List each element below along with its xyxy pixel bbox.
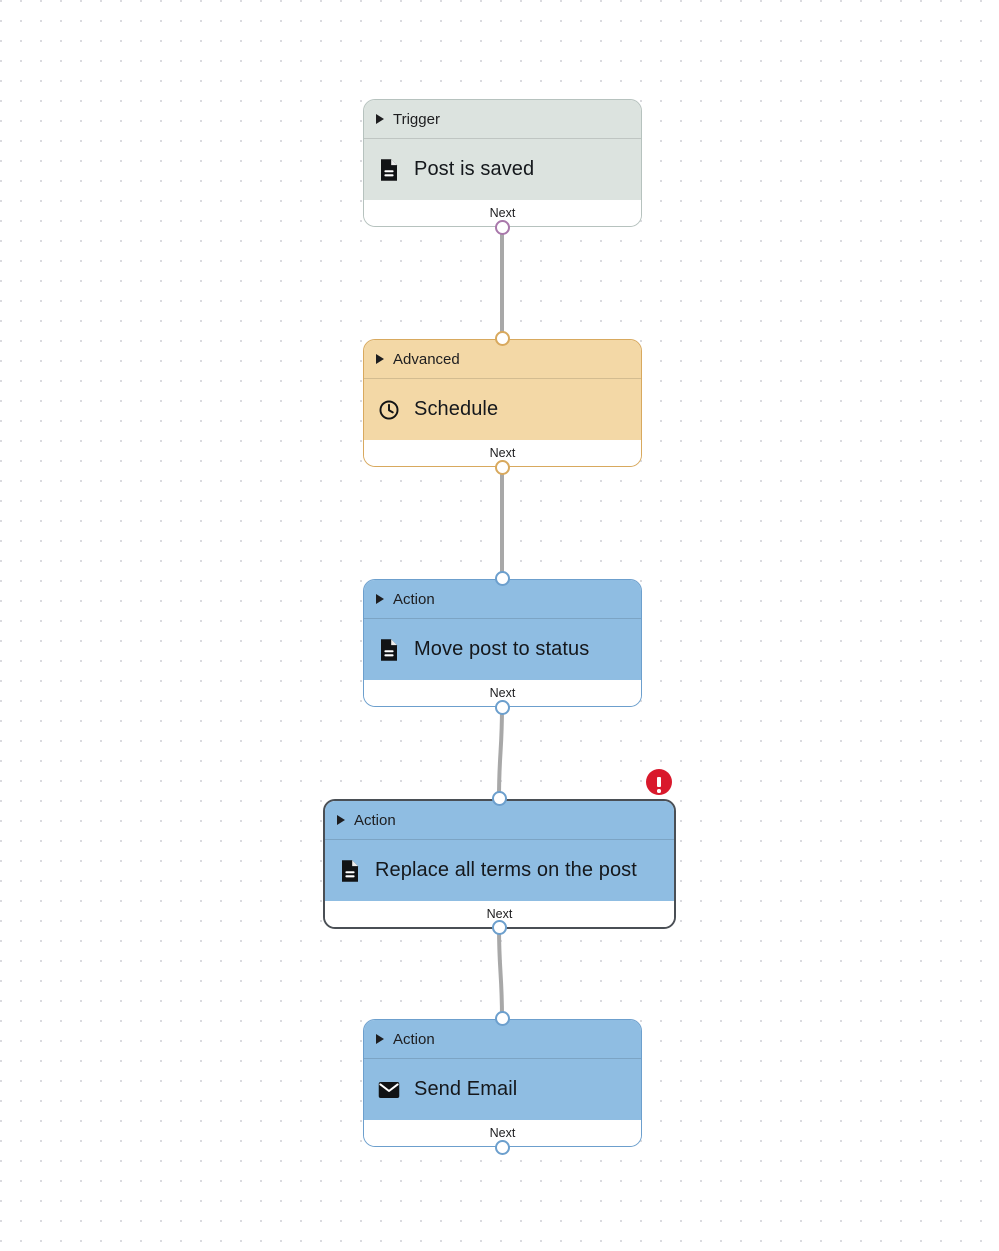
edge-replace-to-email[interactable] bbox=[497, 925, 504, 1020]
chevron-right-icon[interactable] bbox=[376, 114, 384, 124]
node-body[interactable]: Replace all terms on the post bbox=[325, 840, 674, 901]
chevron-right-icon[interactable] bbox=[337, 815, 345, 825]
node-category-label: Action bbox=[393, 1030, 435, 1048]
node-next-label: Next bbox=[489, 686, 516, 700]
node-next-label: Next bbox=[489, 446, 516, 460]
node-category-label: Advanced bbox=[393, 350, 460, 368]
node-body[interactable]: Post is saved bbox=[364, 139, 641, 200]
document-icon bbox=[339, 859, 361, 883]
document-icon bbox=[378, 158, 400, 182]
chevron-right-icon[interactable] bbox=[376, 1034, 384, 1044]
connector-port-out-trigger[interactable] bbox=[494, 219, 510, 235]
node-title: Send Email bbox=[414, 1078, 518, 1100]
connector-port-in-send-email[interactable] bbox=[494, 1010, 510, 1026]
node-next-label: Next bbox=[486, 907, 513, 921]
node-category-label: Action bbox=[393, 590, 435, 608]
node-title: Move post to status bbox=[414, 638, 590, 660]
node-next-label: Next bbox=[489, 206, 516, 220]
clock-icon bbox=[378, 398, 400, 422]
node-title: Post is saved bbox=[414, 158, 535, 180]
node-next-label: Next bbox=[489, 1126, 516, 1140]
chevron-right-icon[interactable] bbox=[376, 354, 384, 364]
connector-port-out-replace[interactable] bbox=[491, 919, 507, 935]
connector-port-out-advanced[interactable] bbox=[494, 459, 510, 475]
envelope-icon bbox=[378, 1078, 400, 1102]
document-icon bbox=[378, 638, 400, 662]
node-header[interactable]: Action bbox=[364, 580, 641, 619]
node-title: Replace all terms on the post bbox=[375, 859, 637, 881]
exclamation-icon bbox=[657, 777, 661, 793]
node-body[interactable]: Move post to status bbox=[364, 619, 641, 680]
node-category-label: Trigger bbox=[393, 110, 440, 128]
connector-port-in-advanced[interactable] bbox=[494, 330, 510, 346]
node-title: Schedule bbox=[414, 398, 499, 420]
node-body[interactable]: Send Email bbox=[364, 1059, 641, 1120]
node-header[interactable]: Action bbox=[364, 1020, 641, 1059]
node-header[interactable]: Advanced bbox=[364, 340, 641, 379]
chevron-right-icon[interactable] bbox=[376, 594, 384, 604]
connector-port-out-send-email[interactable] bbox=[494, 1139, 510, 1155]
connector-port-in-replace[interactable] bbox=[491, 790, 507, 806]
connector-port-out-move-post[interactable] bbox=[494, 699, 510, 715]
edge-move-to-replace[interactable] bbox=[497, 705, 504, 800]
node-error-badge[interactable] bbox=[646, 769, 672, 795]
node-header[interactable]: Trigger bbox=[364, 100, 641, 139]
node-header[interactable]: Action bbox=[325, 801, 674, 840]
node-body[interactable]: Schedule bbox=[364, 379, 641, 440]
connector-port-in-move-post[interactable] bbox=[494, 570, 510, 586]
node-next-footer[interactable]: Next bbox=[325, 901, 674, 927]
node-category-label: Action bbox=[354, 811, 396, 829]
